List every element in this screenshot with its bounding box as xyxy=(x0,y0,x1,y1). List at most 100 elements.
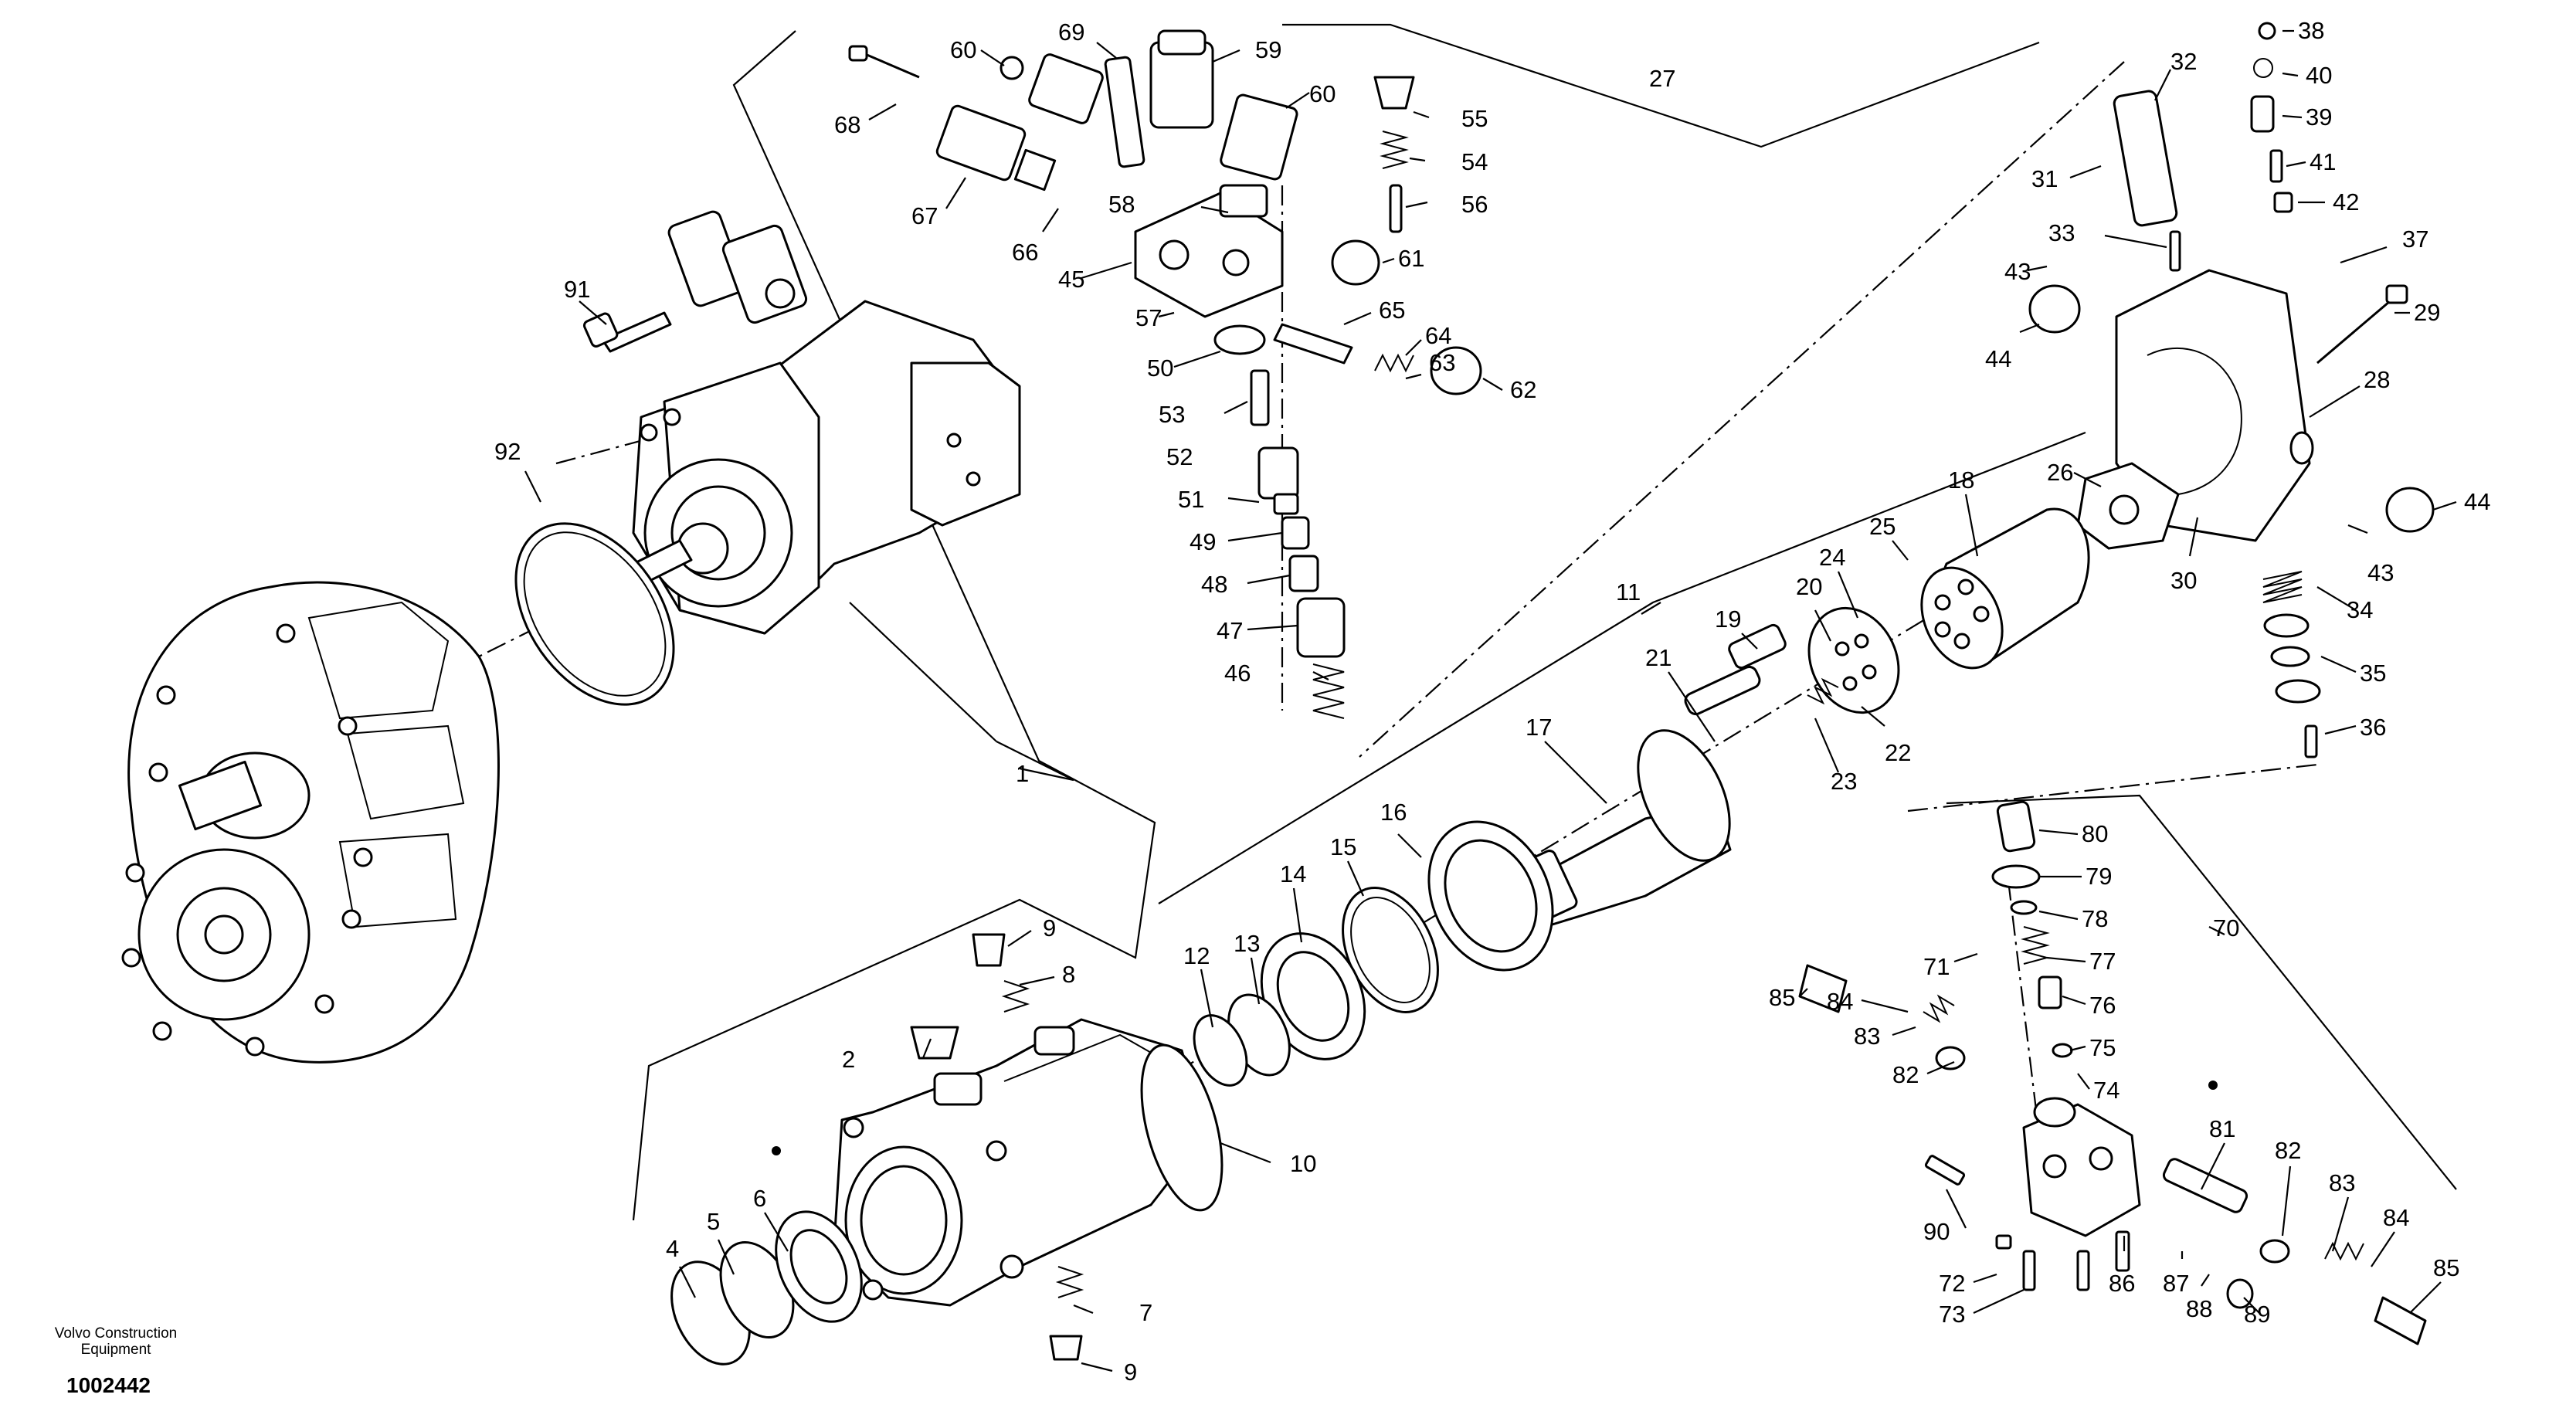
callout-84-right: 84 xyxy=(2383,1204,2409,1231)
callout-46: 46 xyxy=(1224,660,1251,687)
callout-75: 75 xyxy=(2089,1034,2116,1061)
connector-59 xyxy=(1149,29,1214,129)
callout-89: 89 xyxy=(2244,1301,2270,1328)
control-valve-block xyxy=(1134,184,1284,318)
small-parts-38-42 xyxy=(2250,22,2293,213)
callout-83-left: 83 xyxy=(1854,1023,1880,1050)
callout-90: 90 xyxy=(1923,1218,1950,1245)
piston-19-21 xyxy=(1684,623,1839,716)
callout-31: 31 xyxy=(2031,165,2058,192)
valve-parts-82-85-left xyxy=(1798,964,1966,1070)
callout-42: 42 xyxy=(2333,188,2359,215)
callout-11: 11 xyxy=(1616,578,1641,606)
fittings-2-7-8-9 xyxy=(910,933,1084,1361)
screw-29 xyxy=(2316,284,2408,365)
callout-23: 23 xyxy=(1831,768,1857,795)
callout-34: 34 xyxy=(2347,596,2373,623)
callout-72: 72 xyxy=(1939,1270,1965,1297)
solenoid-67 xyxy=(935,104,1057,192)
callout-81: 81 xyxy=(2209,1115,2235,1142)
callout-47: 47 xyxy=(1217,617,1243,644)
plugs-44 xyxy=(2028,284,2435,533)
brand-line-2: Equipment xyxy=(80,1342,151,1358)
callout-52: 52 xyxy=(1166,443,1193,470)
valve-block-70 xyxy=(2022,1097,2141,1237)
callout-12: 12 xyxy=(1183,942,1210,969)
valve-parts-75-80 xyxy=(1991,800,2073,1058)
callout-13: 13 xyxy=(1234,930,1260,957)
gearbox-bolts xyxy=(121,623,373,1057)
callout-38: 38 xyxy=(2298,17,2324,44)
callout-61: 61 xyxy=(1398,245,1424,272)
callout-59: 59 xyxy=(1255,36,1281,63)
callout-64: 64 xyxy=(1425,322,1451,349)
callout-70: 70 xyxy=(2213,914,2239,941)
callout-80: 80 xyxy=(2082,820,2108,847)
callout-53: 53 xyxy=(1159,401,1185,428)
bolts-72-73-90 xyxy=(1924,1155,2090,1291)
callout-48: 48 xyxy=(1201,571,1227,598)
callout-82-right: 82 xyxy=(2275,1137,2301,1164)
reference-dots xyxy=(772,1081,2218,1155)
callout-6: 6 xyxy=(753,1185,766,1212)
callout-8: 8 xyxy=(1062,961,1075,988)
callout-45: 45 xyxy=(1058,266,1084,293)
callout-37: 37 xyxy=(2402,226,2428,253)
callout-21: 21 xyxy=(1645,644,1672,671)
callout-85-right: 85 xyxy=(2433,1254,2459,1281)
callout-44-left: 44 xyxy=(1985,345,2011,372)
callout-74: 74 xyxy=(2093,1077,2120,1104)
callout-92: 92 xyxy=(494,438,521,465)
callout-39: 39 xyxy=(2306,103,2332,131)
pump-motor-assembly xyxy=(632,210,1021,635)
retainer-plate-24 xyxy=(1807,606,1900,714)
document-number: 1002442 xyxy=(66,1373,151,1397)
callout-77: 77 xyxy=(2089,948,2116,975)
bolt-91 xyxy=(582,311,672,353)
callout-36: 36 xyxy=(2360,714,2386,741)
callout-10: 10 xyxy=(1290,1150,1316,1177)
callout-78: 78 xyxy=(2082,905,2108,932)
callout-4: 4 xyxy=(666,1235,679,1262)
callout-1: 1 xyxy=(1016,760,1029,787)
callout-66: 66 xyxy=(1012,239,1038,266)
callout-83-right: 83 xyxy=(2329,1169,2355,1196)
main-housing xyxy=(833,1018,1224,1307)
callout-51: 51 xyxy=(1178,486,1204,513)
callout-16: 16 xyxy=(1380,799,1407,826)
callout-labels: 1 2 4 5 6 7 8 9 9 10 11 12 13 14 15 16 1… xyxy=(494,17,2490,1386)
screw-68 xyxy=(848,45,920,79)
callout-63: 63 xyxy=(1429,349,1455,376)
callout-84-left: 84 xyxy=(1827,988,1853,1015)
rings-4-6 xyxy=(670,1210,863,1366)
gearbox-housing xyxy=(121,581,500,1064)
callout-26: 26 xyxy=(2047,459,2073,486)
cylinder-block-18 xyxy=(1920,507,2090,670)
valve-parts-81-89 xyxy=(2115,1158,2427,1345)
callout-56: 56 xyxy=(1461,191,1488,218)
callout-29: 29 xyxy=(2414,299,2440,326)
callout-44-right: 44 xyxy=(2464,488,2490,515)
callout-73: 73 xyxy=(1939,1301,1965,1328)
callout-17: 17 xyxy=(1526,714,1552,741)
callout-24: 24 xyxy=(1819,544,1845,571)
callout-15: 15 xyxy=(1330,833,1356,860)
callout-60-right: 60 xyxy=(1309,80,1336,107)
callout-43-upper: 43 xyxy=(2004,258,2031,285)
callout-27: 27 xyxy=(1649,65,1675,92)
callout-20: 20 xyxy=(1796,573,1822,600)
callout-82-left: 82 xyxy=(1892,1061,1919,1088)
callout-88: 88 xyxy=(2186,1295,2212,1322)
callout-91: 91 xyxy=(564,276,590,303)
callout-25: 25 xyxy=(1869,513,1896,540)
callout-49: 49 xyxy=(1190,528,1216,555)
callout-50: 50 xyxy=(1147,355,1173,382)
callout-54: 54 xyxy=(1461,148,1488,175)
callout-9-lower: 9 xyxy=(1124,1359,1137,1386)
callout-18: 18 xyxy=(1948,467,1974,494)
pin-and-plugs xyxy=(1273,76,1482,395)
o-ring-92 xyxy=(514,522,675,706)
callout-60-left: 60 xyxy=(950,36,976,63)
callout-30: 30 xyxy=(2170,567,2197,594)
callout-9-upper: 9 xyxy=(1043,914,1056,941)
